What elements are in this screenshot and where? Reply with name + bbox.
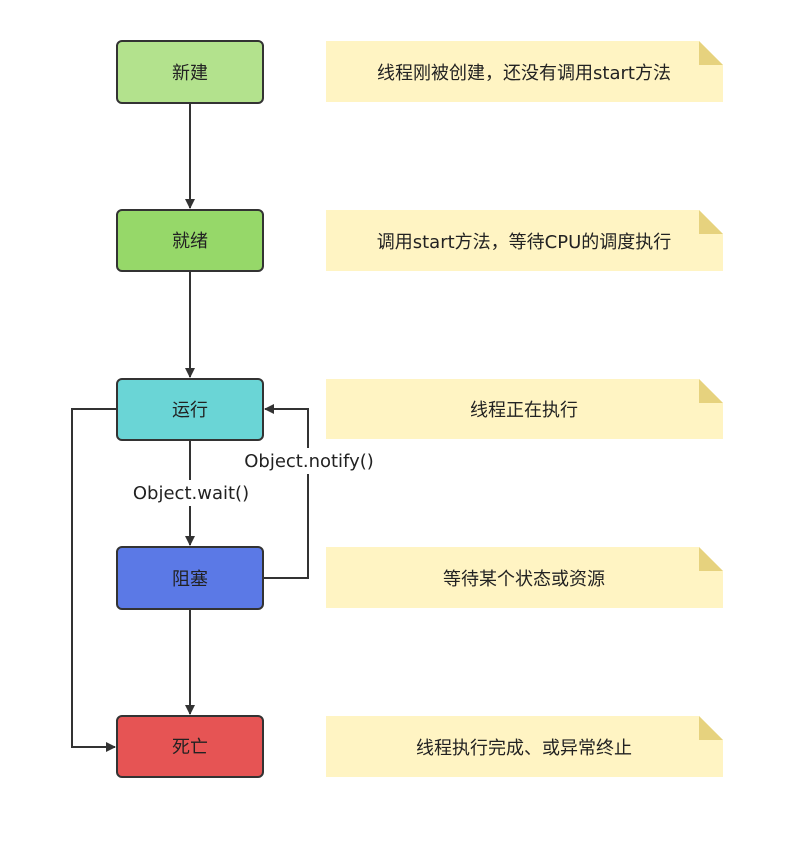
state-dead-box <box>116 715 264 778</box>
note-ready: 调用start方法，等待CPU的调度执行 <box>326 210 723 271</box>
note-blocked-body <box>326 547 723 608</box>
note-running-body <box>326 379 723 439</box>
edge-blocked-to-running <box>263 404 309 579</box>
state-ready: 就绪 <box>116 209 264 272</box>
state-running-box <box>116 378 264 441</box>
state-blocked-box <box>116 546 264 610</box>
note-new-fold <box>699 41 723 65</box>
note-ready-text: 调用start方法，等待CPU的调度执行 <box>377 232 672 253</box>
note-ready-fold <box>699 210 723 234</box>
note-ready-body <box>326 210 723 271</box>
edge-label-wait: Object.wait() <box>133 483 249 504</box>
note-new: 线程刚被创建，还没有调用start方法 <box>326 41 723 102</box>
note-new-text: 线程刚被创建，还没有调用start方法 <box>377 63 671 84</box>
note-new-body <box>326 41 723 102</box>
state-blocked: 阻塞 <box>116 546 264 610</box>
state-running: 运行 <box>116 378 264 441</box>
state-dead: 死亡 <box>116 715 264 778</box>
note-dead-body <box>326 716 723 777</box>
state-blocked-label: 阻塞 <box>172 569 208 590</box>
state-new-label: 新建 <box>172 63 208 84</box>
note-running: 线程正在执行 <box>326 379 723 439</box>
state-dead-label: 死亡 <box>172 737 208 758</box>
state-ready-label: 就绪 <box>172 231 208 252</box>
note-dead: 线程执行完成、或异常终止 <box>326 716 723 777</box>
note-running-text: 线程正在执行 <box>470 400 578 421</box>
note-dead-text: 线程执行完成、或异常终止 <box>416 738 632 759</box>
edge-running-to-dead <box>71 408 117 752</box>
state-new: 新建 <box>116 40 264 104</box>
note-blocked-text: 等待某个状态或资源 <box>443 569 605 590</box>
state-new-box <box>116 40 264 104</box>
note-blocked-fold <box>699 547 723 571</box>
edge-label-notify: Object.notify() <box>244 451 374 472</box>
edge-label-notify-bg <box>240 448 378 474</box>
note-running-fold <box>699 379 723 403</box>
state-ready-box <box>116 209 264 272</box>
note-blocked: 等待某个状态或资源 <box>326 547 723 608</box>
note-dead-fold <box>699 716 723 740</box>
edge-label-wait-bg <box>130 480 252 506</box>
state-running-label: 运行 <box>172 400 208 421</box>
